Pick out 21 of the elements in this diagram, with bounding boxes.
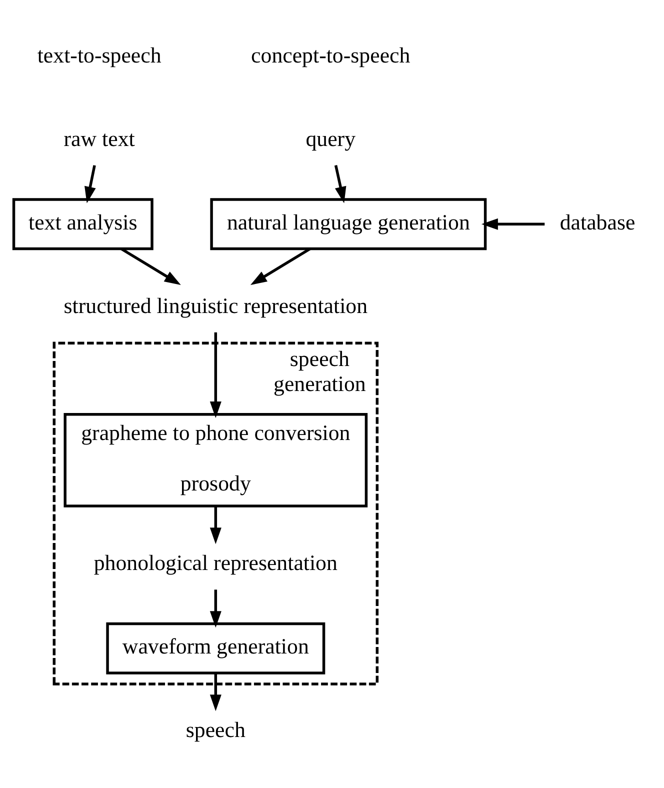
arrow [120,247,181,285]
node-text: phonological representation [94,550,338,575]
arrow [84,164,96,203]
node-text: raw text [64,125,135,150]
node-box: natural language generation [210,198,487,250]
node-text: speech [186,716,246,742]
label: concept-to-speech [251,42,410,67]
arrow [210,672,222,711]
arrow [210,332,222,418]
node-box: waveform generation [106,622,326,674]
arrow [210,589,222,628]
node-text: database [560,208,636,234]
label: text-to-speech [37,42,162,67]
node-box: text analysis [12,198,154,250]
arrow [334,164,346,203]
arrow [250,247,311,285]
node-text: query [306,125,356,150]
node-text: structured linguistic representation [64,292,368,318]
arrow [481,218,545,230]
arrow [210,506,222,544]
node-box: grapheme to phone conversion prosody [64,412,368,507]
